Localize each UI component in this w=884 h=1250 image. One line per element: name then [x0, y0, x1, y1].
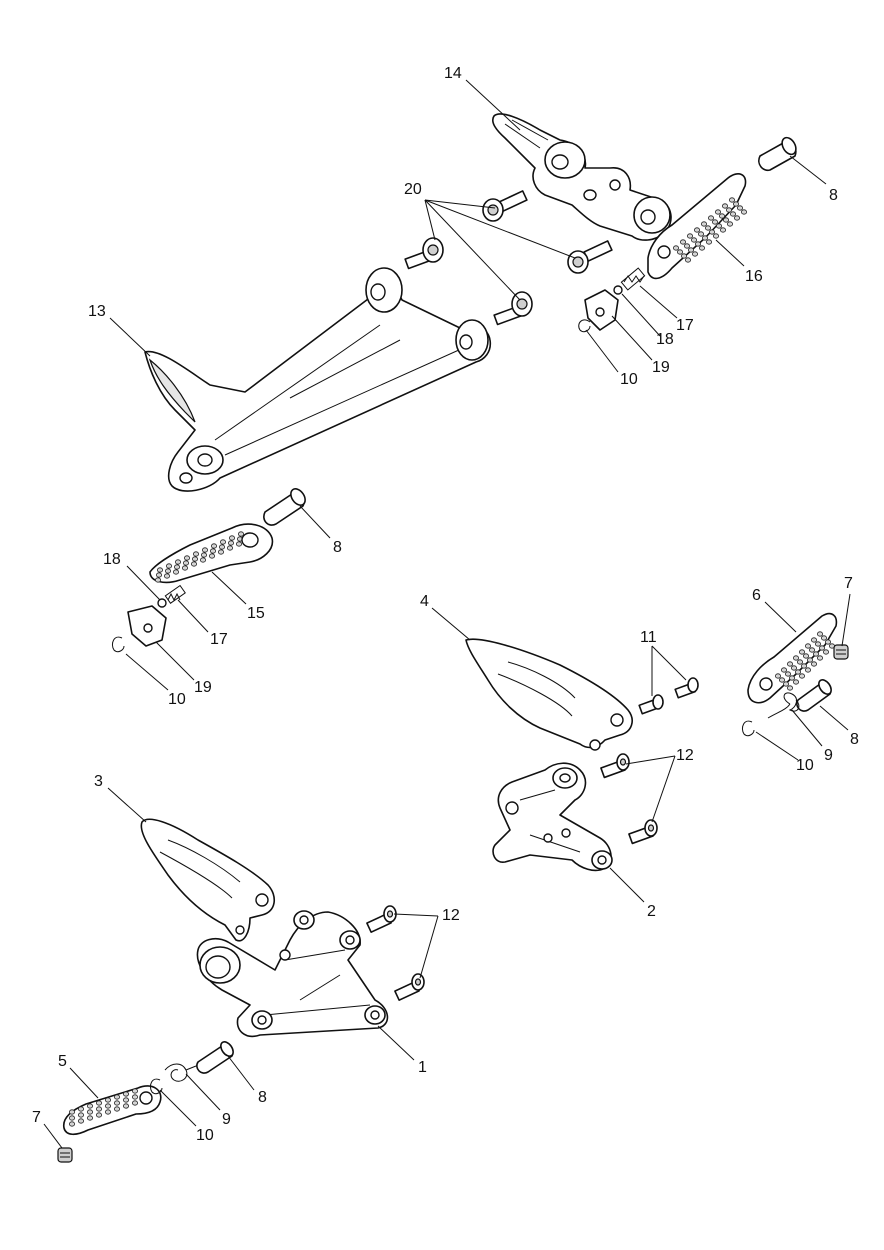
- part-20-bolt-a: [482, 190, 528, 222]
- part-19-plate-middle: [127, 605, 167, 647]
- callout-20: 20: [404, 181, 422, 198]
- part-19-plate-upper: [584, 289, 619, 331]
- leader-lines: [43, 79, 851, 1149]
- callout-7-left: 7: [32, 1109, 41, 1126]
- part-9-spring-left: [164, 1063, 197, 1082]
- callout-6: 6: [752, 587, 761, 604]
- part-16-footpeg: [647, 173, 748, 280]
- part-1-left-hanger: [196, 910, 389, 1037]
- part-7-stud-left: [57, 1147, 73, 1163]
- callout-14: 14: [444, 65, 462, 82]
- callout-12-left: 12: [442, 907, 460, 924]
- part-8-pin-middle: [263, 488, 306, 526]
- part-20-bolt-b: [404, 237, 444, 270]
- callout-3: 3: [94, 773, 103, 790]
- callout-10-upper: 10: [620, 371, 638, 388]
- callout-19-middle: 19: [194, 679, 212, 696]
- part-14-upper-bracket: [491, 113, 672, 241]
- callout-8-left: 8: [258, 1089, 267, 1106]
- callout-2: 2: [647, 903, 656, 920]
- part-8-pin-upper: [758, 136, 797, 172]
- part-5-footpeg: [62, 1085, 162, 1136]
- part-18-ball-middle: [157, 598, 167, 608]
- part-4-heel-guard: [465, 638, 633, 751]
- callout-12-right: 12: [676, 747, 694, 764]
- part-12-screw-right-b: [628, 819, 658, 845]
- part-17-spring-middle: [164, 584, 186, 604]
- part-10-clip-right: [741, 720, 755, 737]
- part-20-bolt-c: [567, 240, 613, 274]
- part-12-screw-right-a: [600, 753, 630, 779]
- part-9-spring-right: [767, 692, 800, 719]
- callout-4: 4: [420, 593, 429, 610]
- part-6-footpeg: [747, 612, 838, 704]
- callout-13: 13: [88, 303, 106, 320]
- part-10-clip-upper: [578, 319, 591, 333]
- part-13-rear-hanger-bracket: [144, 267, 492, 492]
- callout-17-middle: 17: [210, 631, 228, 648]
- part-8-pin-left: [196, 1041, 234, 1074]
- callout-labels: 14 8 20 16 17 18 19 10 13 8 18 15 17 10 …: [32, 65, 859, 1144]
- callout-17-upper: 17: [676, 317, 694, 334]
- part-8-pin-right: [796, 679, 832, 712]
- callout-19-upper: 19: [652, 359, 670, 376]
- callout-18-upper: 18: [656, 331, 674, 348]
- part-20-bolt-d: [493, 291, 533, 326]
- part-11-screw-a: [638, 694, 664, 715]
- part-15-footpeg: [149, 523, 274, 584]
- part-10-clip-middle: [111, 636, 125, 653]
- callout-9-right: 9: [824, 747, 833, 764]
- callout-10-right: 10: [796, 757, 814, 774]
- callout-5: 5: [58, 1053, 67, 1070]
- part-3-heel-guard: [140, 818, 275, 942]
- part-11-screw-b: [674, 677, 699, 699]
- callout-10-middle: 10: [168, 691, 186, 708]
- part-17-spring-upper: [620, 267, 646, 291]
- callout-7-right: 7: [844, 575, 853, 592]
- part-12-screw-left-b: [394, 973, 425, 1001]
- callout-8-middle: 8: [333, 539, 342, 556]
- callout-15: 15: [247, 605, 265, 622]
- callout-9-left: 9: [222, 1111, 231, 1128]
- part-2-right-hanger: [492, 762, 613, 872]
- part-7-stud-right: [833, 644, 849, 660]
- callout-18-middle: 18: [103, 551, 121, 568]
- callout-1: 1: [418, 1059, 427, 1076]
- callout-8-right: 8: [850, 731, 859, 748]
- callout-16: 16: [745, 268, 763, 285]
- callout-8-upper: 8: [829, 187, 838, 204]
- callout-11: 11: [640, 629, 657, 646]
- part-18-ball-upper: [613, 285, 623, 295]
- part-12-screw-left-a: [366, 905, 397, 933]
- callout-10-left: 10: [196, 1127, 214, 1144]
